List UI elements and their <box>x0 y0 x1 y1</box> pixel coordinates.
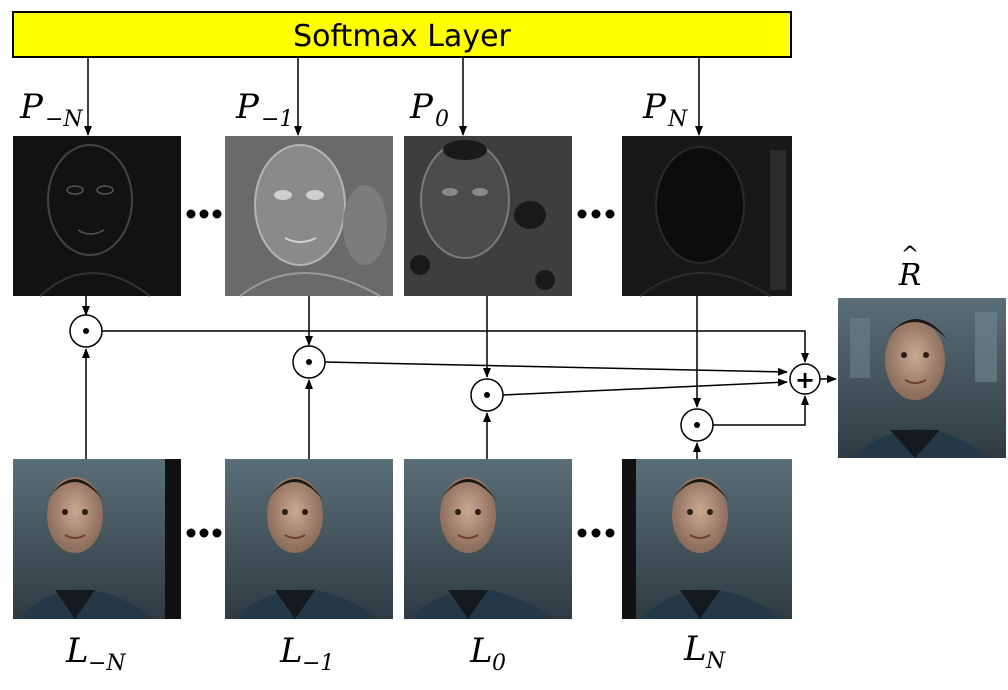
multiply-node-1 <box>292 345 326 379</box>
svg-text:−1: −1 <box>261 107 293 132</box>
input-ellipsis-right <box>577 528 615 538</box>
svg-text:^: ^ <box>901 243 919 268</box>
prob-label-1: P −1 <box>235 87 293 132</box>
input-frame-2 <box>404 459 572 619</box>
svg-text:+: + <box>795 366 815 394</box>
input-label-3: L N <box>683 629 726 674</box>
svg-text:N: N <box>705 649 726 674</box>
input-frame-3 <box>622 459 792 619</box>
multiply-node-3 <box>680 408 714 442</box>
input-frame-1 <box>225 459 393 619</box>
svg-text:L: L <box>683 629 707 669</box>
svg-text:R: R <box>898 258 922 293</box>
svg-text:N: N <box>667 107 688 132</box>
input-frame-0 <box>13 459 181 619</box>
svg-text:0: 0 <box>492 651 506 676</box>
prob-label-3: P N <box>642 87 688 132</box>
prob-ellipsis-right <box>577 209 615 219</box>
prob-ellipsis-left <box>186 209 222 219</box>
svg-text:0: 0 <box>435 107 449 132</box>
svg-text:P: P <box>19 87 44 127</box>
svg-text:−N: −N <box>45 107 83 132</box>
prob-map-1 <box>225 136 393 297</box>
output-frame <box>838 298 1006 458</box>
svg-text:−N: −N <box>88 651 126 676</box>
input-ellipsis-left <box>186 528 222 538</box>
prob-label-2: P 0 <box>409 87 449 132</box>
prob-map-3 <box>622 136 792 297</box>
multiply-node-2 <box>470 378 504 412</box>
prob-label-0: P −N <box>19 87 83 132</box>
svg-text:L: L <box>279 631 303 671</box>
svg-text:L: L <box>65 631 89 671</box>
svg-text:P: P <box>235 87 260 127</box>
svg-text:−1: −1 <box>302 651 334 676</box>
svg-text:P: P <box>642 87 667 127</box>
prob-map-2 <box>404 136 572 296</box>
svg-text:L: L <box>469 631 493 671</box>
input-label-1: L −1 <box>279 631 334 676</box>
prob-map-0 <box>13 136 181 297</box>
softmax-layer-label: Softmax Layer <box>293 19 511 54</box>
sum-node: + <box>789 363 821 395</box>
output-label: R ^ <box>898 243 922 293</box>
svg-text:P: P <box>409 87 434 127</box>
input-label-2: L 0 <box>469 631 506 676</box>
softmax-layer-box <box>12 11 792 58</box>
multiply-node-0 <box>69 314 103 348</box>
input-label-0: L −N <box>65 631 126 676</box>
